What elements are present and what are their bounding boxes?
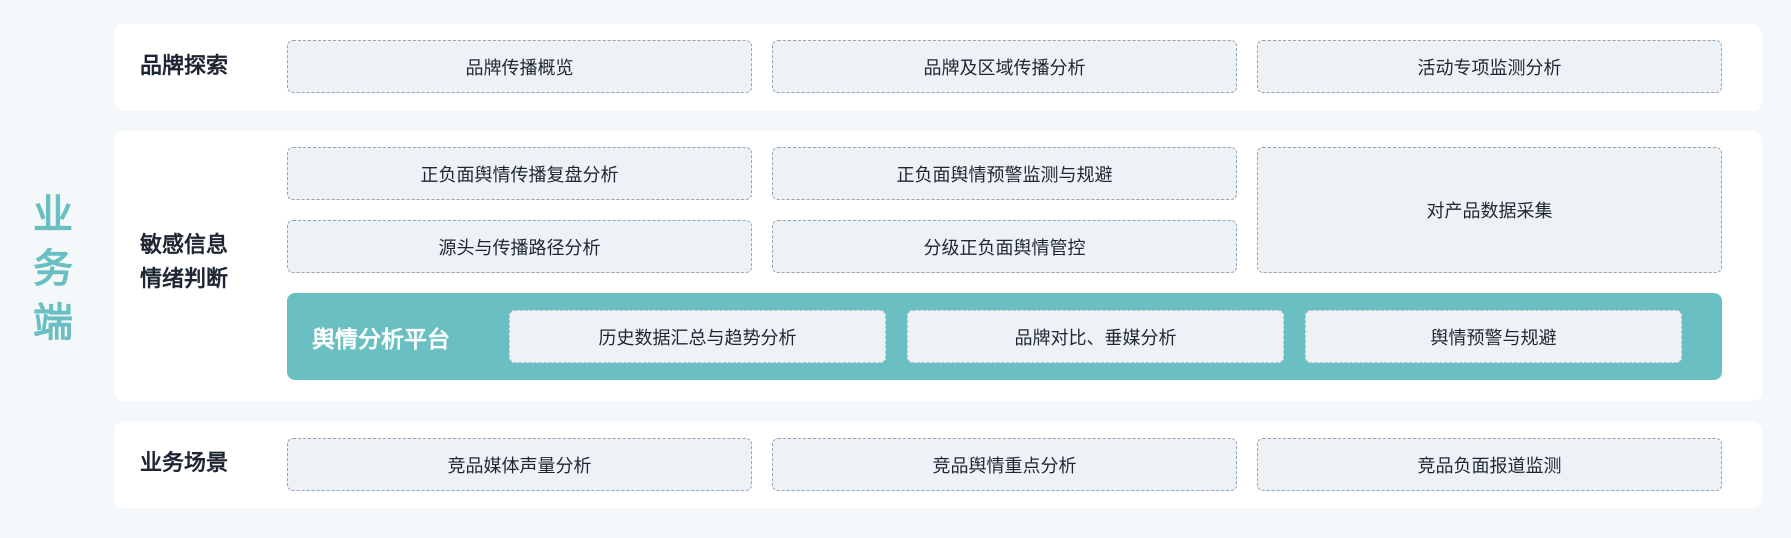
sensitive-item-box-tall: 对产品数据采集 — [1257, 147, 1722, 273]
row-title-sensitive: 敏感信息 情绪判断 — [140, 229, 228, 297]
sensitive-item-box: 源头与传播路径分析 — [287, 220, 752, 273]
platform-item-box: 品牌对比、垂媒分析 — [907, 310, 1284, 363]
side-label-char: 业 — [33, 192, 73, 238]
platform-title: 舆情分析平台 — [312, 326, 450, 353]
sensitive-info-row: 敏感信息 情绪判断 正负面舆情传播复盘分析 正负面舆情预警监测与规避 源头与传播… — [114, 131, 1762, 401]
sensitive-item-box: 分级正负面舆情管控 — [772, 220, 1237, 273]
scene-item-box: 竞品负面报道监测 — [1257, 438, 1722, 491]
sentiment-analysis-platform: 舆情分析平台 历史数据汇总与趋势分析 品牌对比、垂媒分析 舆情预警与规避 — [287, 293, 1722, 380]
brand-item-box: 品牌及区域传播分析 — [772, 40, 1237, 93]
row-title-line: 敏感信息 — [140, 233, 229, 258]
business-scene-row: 业务场景 竞品媒体声量分析 竞品舆情重点分析 竞品负面报道监测 — [114, 421, 1762, 508]
brand-exploration-row: 品牌探索 品牌传播概览 品牌及区域传播分析 活动专项监测分析 — [114, 24, 1762, 111]
scene-item-box: 竞品媒体声量分析 — [287, 438, 752, 491]
brand-item-box: 活动专项监测分析 — [1257, 40, 1722, 93]
row-title-line: 情绪判断 — [140, 267, 229, 292]
side-label-char: 务 — [33, 246, 73, 292]
business-side-label: 业 务 端 — [0, 0, 106, 538]
scene-item-box: 竞品舆情重点分析 — [772, 438, 1237, 491]
brand-item-box: 品牌传播概览 — [287, 40, 752, 93]
platform-item-box: 历史数据汇总与趋势分析 — [509, 310, 886, 363]
row-title-scene: 业务场景 — [140, 451, 229, 476]
sensitive-item-box: 正负面舆情传播复盘分析 — [287, 147, 752, 200]
row-title-brand: 品牌探索 — [140, 54, 229, 79]
side-label-char: 端 — [33, 300, 73, 346]
sensitive-item-box: 正负面舆情预警监测与规避 — [772, 147, 1237, 200]
platform-item-box: 舆情预警与规避 — [1305, 310, 1682, 363]
